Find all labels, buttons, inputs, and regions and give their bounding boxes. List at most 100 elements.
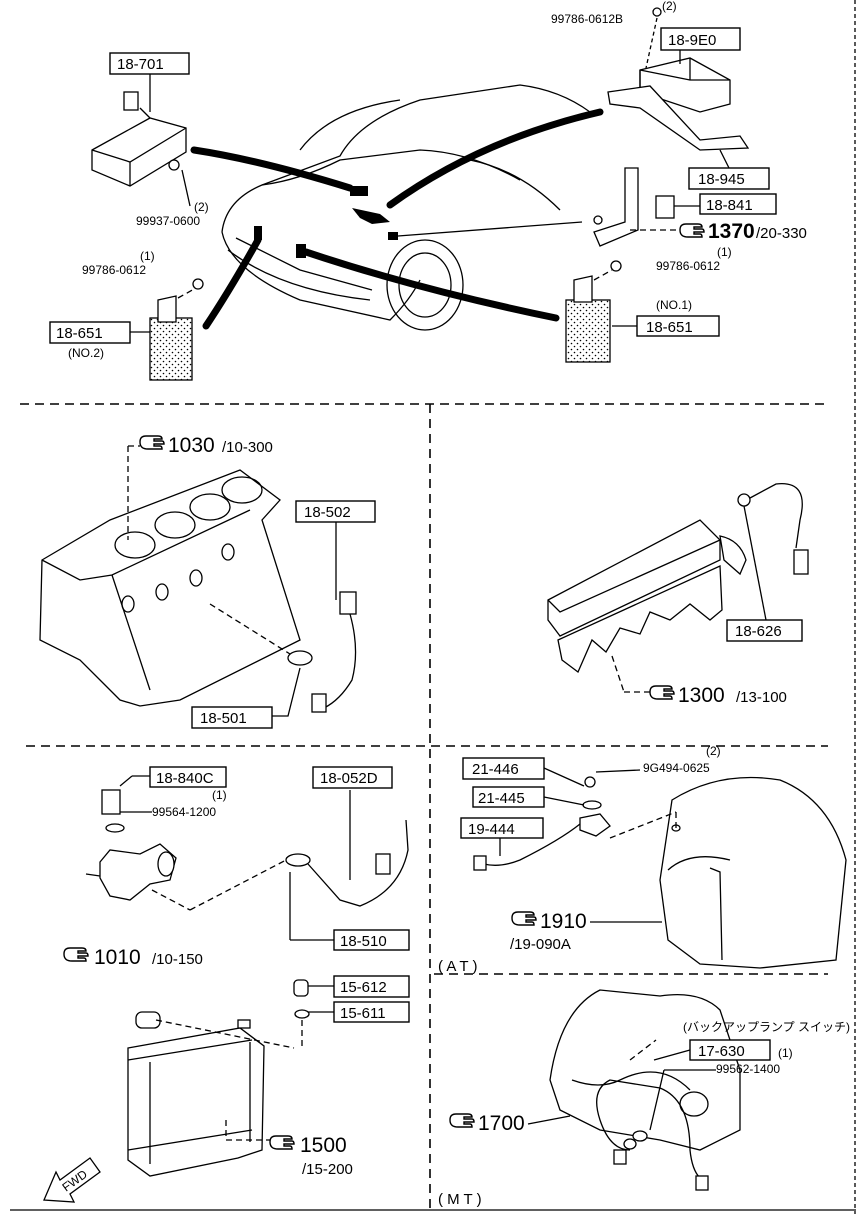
pointing-hand-icon <box>63 947 89 962</box>
at-transmission-drawing <box>609 776 847 969</box>
svg-text:17-630: 17-630 <box>698 1043 745 1060</box>
note-at: ( A T ) <box>438 958 477 975</box>
module-18-9E0-drawing <box>607 7 750 171</box>
hw-99937-0600: 99937-0600 <box>136 214 200 228</box>
qty-99786-0612-right: (1) <box>717 245 732 259</box>
svg-text:15-612: 15-612 <box>340 979 387 996</box>
svg-text:1300: 1300 <box>678 684 725 707</box>
intake-manifold-drawing <box>547 519 747 693</box>
svg-text:1500: 1500 <box>300 1134 347 1157</box>
svg-text:19-444: 19-444 <box>468 821 515 838</box>
qty-99937-0600: (2) <box>194 200 209 214</box>
hw-99786-0612-right: 99786-0612 <box>656 259 720 273</box>
note-no1: (NO.1) <box>656 298 692 312</box>
label-18-510: 18-510 <box>333 929 410 951</box>
svg-text:21-446: 21-446 <box>472 761 519 778</box>
svg-text:1910: 1910 <box>540 910 587 933</box>
label-18-945: 18-945 <box>688 167 770 190</box>
hw-9G494-0625: 9G494-0625 <box>643 761 710 775</box>
engine-block-drawing <box>39 445 301 707</box>
svg-text:1010: 1010 <box>94 946 141 969</box>
hw-99786-0612B: 99786-0612B <box>551 12 623 26</box>
module-18-701-drawing <box>91 91 191 207</box>
svg-text:1370: 1370 <box>708 220 755 243</box>
svg-text:/19-090A: /19-090A <box>510 936 571 953</box>
label-18-502: 18-502 <box>295 500 376 523</box>
vehicle-front-drawing <box>190 84 604 331</box>
label-18-701: 18-701 <box>109 52 190 75</box>
ref-1030[interactable]: 1030 /10-300 <box>139 434 273 457</box>
horn-right-drawing <box>565 260 622 363</box>
svg-text:/13-100: /13-100 <box>736 689 787 706</box>
note-backup-lamp-switch: (バックアップランプ スイッチ) <box>683 1020 850 1034</box>
plug-15-612-drawing <box>293 979 334 1048</box>
svg-text:18-501: 18-501 <box>200 710 247 727</box>
svg-text:1030: 1030 <box>168 434 215 457</box>
svg-text:1700: 1700 <box>478 1112 525 1135</box>
ref-1010[interactable]: 1010 /10-150 <box>63 946 203 969</box>
label-15-612: 15-612 <box>333 975 410 998</box>
horn-left-drawing <box>149 278 204 381</box>
svg-text:18-945: 18-945 <box>698 171 745 188</box>
pointing-hand-icon <box>139 435 165 450</box>
sensor-19-444-drawing <box>473 767 641 871</box>
label-18-841: 18-841 <box>699 193 777 215</box>
svg-text:18-651: 18-651 <box>646 319 693 336</box>
ref-1300[interactable]: 1300 /13-100 <box>649 684 787 707</box>
pointing-hand-icon <box>679 223 705 238</box>
switch-17-630-drawing <box>596 1049 716 1191</box>
fwd-arrow-icon: FWD <box>43 1157 101 1203</box>
qty-9G494-0625: (2) <box>706 744 721 758</box>
ref-1700[interactable]: 1700 <box>449 1112 571 1135</box>
label-17-630: 17-630 <box>689 1039 771 1061</box>
svg-text:21-445: 21-445 <box>478 790 525 807</box>
qty-99786-0612B: (2) <box>662 0 677 13</box>
label-18-9E0: 18-9E0 <box>660 27 741 51</box>
label-21-446: 21-446 <box>462 757 545 780</box>
qty-99564-1200: (1) <box>212 788 227 802</box>
svg-text:/10-150: /10-150 <box>152 951 203 968</box>
harness-18-502-drawing <box>311 522 357 713</box>
pointing-hand-icon <box>511 911 537 926</box>
label-18-840C: 18-840C <box>149 766 227 788</box>
svg-text:18-052D: 18-052D <box>320 770 378 787</box>
note-no2: (NO.2) <box>68 346 104 360</box>
svg-text:/15-200: /15-200 <box>302 1161 353 1178</box>
hw-99564-1200: 99564-1200 <box>152 805 216 819</box>
svg-text:15-611: 15-611 <box>340 1005 386 1022</box>
note-mt: ( M T ) <box>438 1191 482 1208</box>
sensor-18-510-drawing <box>285 790 409 941</box>
relay-18-841-drawing <box>593 167 700 247</box>
sensor-18-626-drawing <box>737 483 809 621</box>
svg-text:/20-330: /20-330 <box>756 225 807 242</box>
ref-1910[interactable]: 1910 /19-090A <box>510 910 662 953</box>
label-18-651-left: 18-651 <box>49 321 131 344</box>
svg-text:/10-300: /10-300 <box>222 439 273 456</box>
label-19-444: 19-444 <box>460 817 544 839</box>
pointing-hand-icon <box>649 685 675 700</box>
label-18-052D: 18-052D <box>312 766 393 789</box>
qty-99786-0612-left: (1) <box>140 249 155 263</box>
label-21-445: 21-445 <box>472 786 545 808</box>
svg-text:18-510: 18-510 <box>340 933 387 950</box>
svg-text:18-651: 18-651 <box>56 325 103 342</box>
svg-text:18-502: 18-502 <box>304 504 351 521</box>
hw-99786-0612-left: 99786-0612 <box>82 263 146 277</box>
thermo-switch-18-840C-drawing <box>85 775 291 911</box>
svg-text:18-840C: 18-840C <box>156 770 214 787</box>
label-18-651-right: 18-651 <box>636 315 720 337</box>
label-18-626: 18-626 <box>726 619 803 642</box>
ref-1370[interactable]: 1370 /20-330 <box>679 220 807 243</box>
label-18-501: 18-501 <box>191 706 273 729</box>
qty-99562-1400: (1) <box>778 1046 793 1060</box>
svg-text:18-626: 18-626 <box>735 623 782 640</box>
hw-99562-1400: 99562-1400 <box>716 1062 780 1076</box>
section-separators <box>10 0 856 1214</box>
label-15-611: 15-611 <box>333 1001 410 1023</box>
radiator-drawing <box>127 1011 295 1177</box>
svg-text:18-701: 18-701 <box>117 56 164 73</box>
sensor-18-501-drawing <box>272 650 313 717</box>
svg-text:18-9E0: 18-9E0 <box>668 32 716 49</box>
ref-1500[interactable]: 1500 /15-200 <box>269 1134 353 1178</box>
